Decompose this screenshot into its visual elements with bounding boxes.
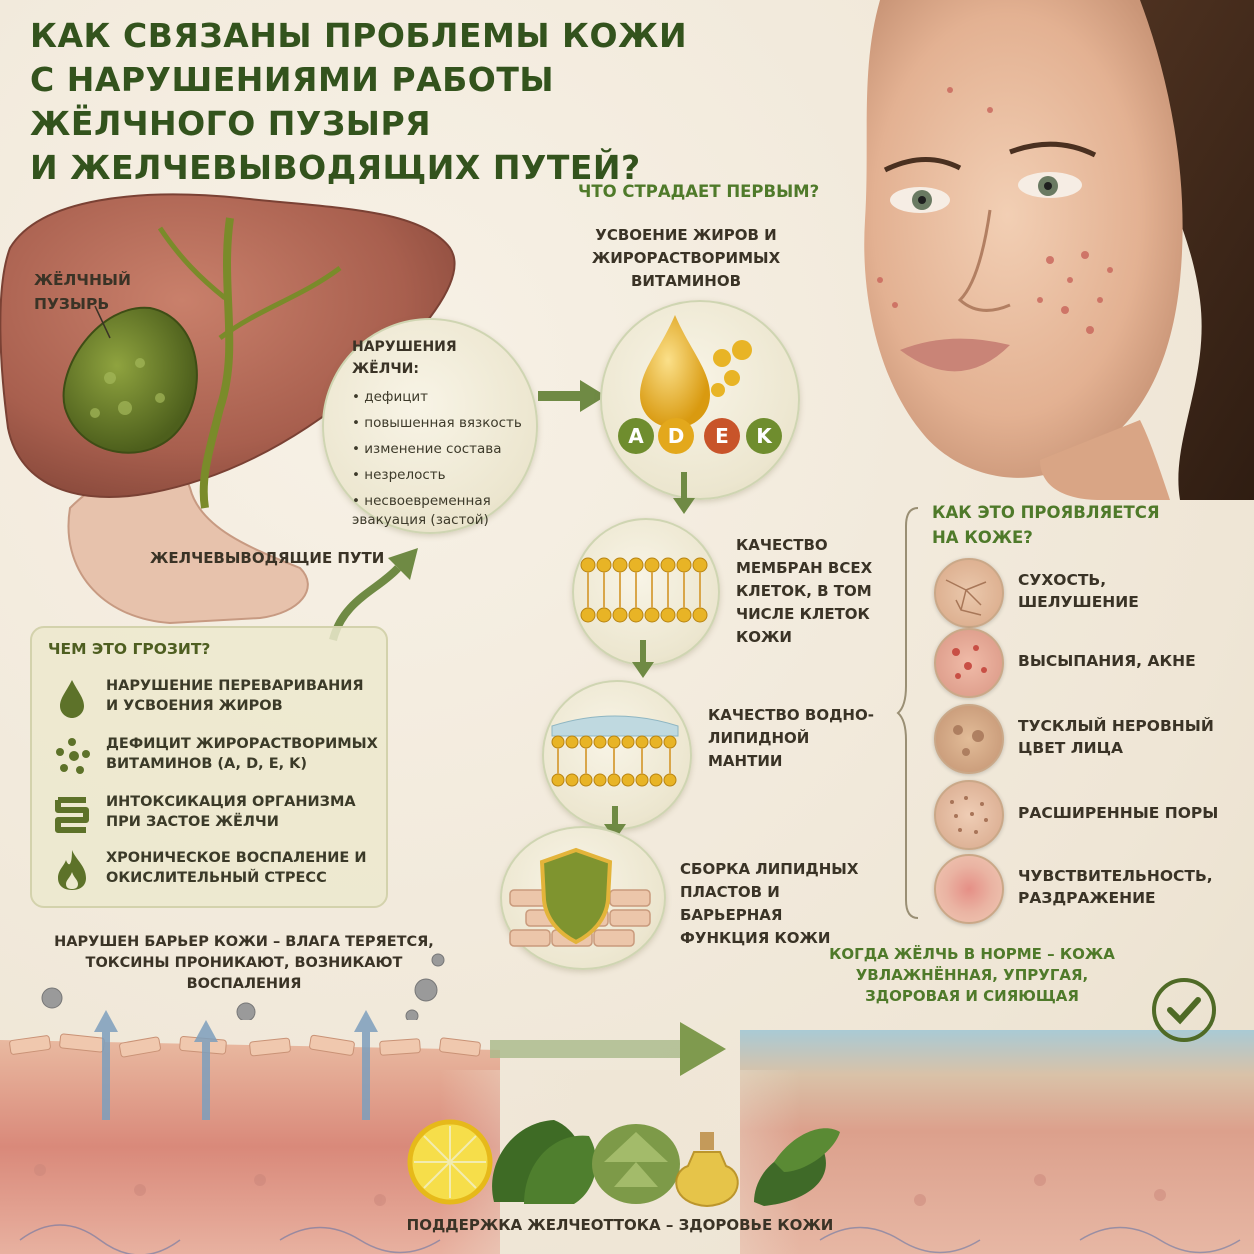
bile-item: • несвоевременная эвакуация (застой) (352, 493, 491, 528)
arrow-down-icon (604, 806, 626, 840)
dull-skin-icon (934, 704, 1004, 774)
woman-portrait (864, 0, 1254, 500)
threat-item: ИНТОКСИКАЦИЯ ОРГАНИЗМА ПРИ ЗАСТОЕ ЖЁЛЧИ (50, 790, 380, 838)
checkmark-icon (1152, 978, 1216, 1042)
vitamin-k-badge: K (746, 418, 782, 454)
skin-item-dryness: СУХОСТЬ, ШЕЛУШЕНИЕ (930, 556, 1230, 628)
liver-illustration (0, 193, 456, 625)
vitamin-badges: A D E K (618, 418, 788, 458)
bile-item: • изменение состава (352, 441, 502, 457)
bile-item: • дефицит (352, 389, 429, 405)
flame-icon (58, 850, 86, 890)
toxin-particles-icon (41, 953, 445, 1020)
chain-step3-label: КАЧЕСТВО ВОДНО-ЛИПИДНОЙ МАНТИИ (708, 706, 874, 770)
chain-step1-label: УСВОЕНИЕ ЖИРОВ И ЖИРОРАСТВОРИМЫХ ВИТАМИН… (591, 226, 781, 290)
threat-item: ХРОНИЧЕСКОЕ ВОСПАЛЕНИЕ И ОКИСЛИТЕЛЬНЫЙ С… (50, 846, 380, 894)
bile-item: • незрелость (352, 467, 446, 483)
footer-text: ПОДДЕРЖКА ЖЕЛЧЕОТТОКА – ЗДОРОВЬЕ КОЖИ (406, 1216, 834, 1234)
skin-item-pores: РАСШИРЕННЫЕ ПОРЫ (930, 778, 1230, 850)
skin-item-acne: ВЫСЫПАНИЯ, АКНЕ (930, 626, 1230, 698)
threats-box: ЧЕМ ЭТО ГРОЗИТ? НАРУШЕНИЕ ПЕРЕВАРИВАНИЯ … (30, 626, 388, 908)
threat-text: ИНТОКСИКАЦИЯ ОРГАНИЗМА ПРИ ЗАСТОЕ ЖЁЛЧИ (106, 794, 356, 830)
title-line-2: С НАРУШЕНИЯМИ РАБОТЫ (30, 60, 555, 99)
membrane-icon (580, 557, 708, 623)
healthy-foods-illustration (407, 1119, 840, 1208)
threat-text: ДЕФИЦИТ ЖИРОРАСТВОРИМЫХ ВИТАМИНОВ (A, D,… (106, 736, 378, 772)
barrier-good-text: КОГДА ЖЁЛЧЬ В НОРМЕ – КОЖА УВЛАЖНЁННАЯ, … (829, 945, 1115, 1005)
skin-item-text: ТУСКЛЫЙ НЕРОВНЫЙ ЦВЕТ ЛИЦА (1018, 717, 1214, 757)
bile-disorders-heading: НАРУШЕНИЯ ЖЁЛЧИ: (352, 339, 457, 377)
threat-item: НАРУШЕНИЕ ПЕРЕВАРИВАНИЯ И УСВОЕНИЯ ЖИРОВ (50, 674, 380, 722)
shield-icon (509, 847, 651, 947)
dry-skin-icon (934, 558, 1004, 628)
vitamin-a-badge: A (618, 418, 654, 454)
skin-item-dull: ТУСКЛЫЙ НЕРОВНЫЙ ЦВЕТ ЛИЦА (930, 702, 1230, 774)
skin-cross-section (0, 1010, 1254, 1254)
sensitivity-icon (934, 854, 1004, 924)
chain-step4-label: СБОРКА ЛИПИДНЫХ ПЛАСТОВ И БАРЬЕРНАЯ ФУНК… (680, 860, 859, 947)
dots-icon (56, 738, 90, 774)
pores-icon (934, 780, 1004, 850)
skin-item-text: СУХОСТЬ, ШЕЛУШЕНИЕ (1018, 571, 1139, 611)
arrow-down-icon (632, 640, 654, 678)
threats-heading: ЧЕМ ЭТО ГРОЗИТ? (48, 640, 211, 658)
threat-item: ДЕФИЦИТ ЖИРОРАСТВОРИМЫХ ВИТАМИНОВ (A, D,… (50, 732, 380, 780)
threat-text: ХРОНИЧЕСКОЕ ВОСПАЛЕНИЕ И ОКИСЛИТЕЛЬНЫЙ С… (106, 850, 367, 886)
skin-item-text: РАСШИРЕННЫЕ ПОРЫ (1018, 804, 1219, 822)
arrow-right-icon (538, 380, 606, 412)
vitamin-e-badge: E (704, 418, 740, 454)
membrane-circle (572, 518, 720, 666)
title-line-4: И ЖЕЛЧЕВЫВОДЯЩИХ ПУТЕЙ? (30, 148, 641, 187)
brace-icon (896, 507, 919, 919)
acne-icon (934, 628, 1004, 698)
bile-ducts-label: ЖЕЛЧЕВЫВОДЯЩИЕ ПУТИ (150, 549, 385, 567)
skin-item-text: ЧУВСТВИТЕЛЬНОСТЬ, РАЗДРАЖЕНИЕ (1018, 867, 1213, 907)
arrow-down-icon (673, 472, 695, 514)
threat-text: НАРУШЕНИЕ ПЕРЕВАРИВАНИЯ И УСВОЕНИЯ ЖИРОВ (106, 678, 364, 714)
lipid-mantle-icon (551, 715, 679, 787)
bile-item: • повышенная вязкость (352, 415, 522, 431)
chain-heading: ЧТО СТРАДАЕТ ПЕРВЫМ? (578, 182, 820, 201)
skin-item-text: ВЫСЫПАНИЯ, АКНЕ (1018, 652, 1196, 670)
intestine-icon (55, 797, 89, 833)
oil-drop-icon (640, 315, 752, 428)
skin-heading: КАК ЭТО ПРОЯВЛЯЕТСЯ НА КОЖЕ? (932, 503, 1160, 547)
skin-item-sensitivity: ЧУВСТВИТЕЛЬНОСТЬ, РАЗДРАЖЕНИЕ (930, 852, 1230, 924)
drop-icon (60, 680, 84, 718)
title-line-1: КАК СВЯЗАНЫ ПРОБЛЕМЫ КОЖИ (30, 16, 688, 55)
page-title: КАК СВЯЗАНЫ ПРОБЛЕМЫ КОЖИ С НАРУШЕНИЯМИ … (30, 14, 688, 190)
barrier-bad-text: НАРУШЕН БАРЬЕР КОЖИ – ВЛАГА ТЕРЯЕТСЯ, ТО… (54, 934, 434, 992)
bile-disorders-list: НАРУШЕНИЯ ЖЁЛЧИ: • дефицит • повышенная … (352, 336, 527, 530)
gallbladder-label: ЖЁЛЧНЫЙ ПУЗЫРЬ (34, 271, 131, 313)
title-line-3: ЖЁЛЧНОГО ПУЗЫРЯ (30, 104, 432, 143)
bile-disorders-circle (322, 318, 538, 534)
chain-step2-label: КАЧЕСТВО МЕМБРАН ВСЕХ КЛЕТОК, В ТОМ ЧИСЛ… (736, 536, 873, 646)
vitamin-d-badge: D (658, 418, 694, 454)
